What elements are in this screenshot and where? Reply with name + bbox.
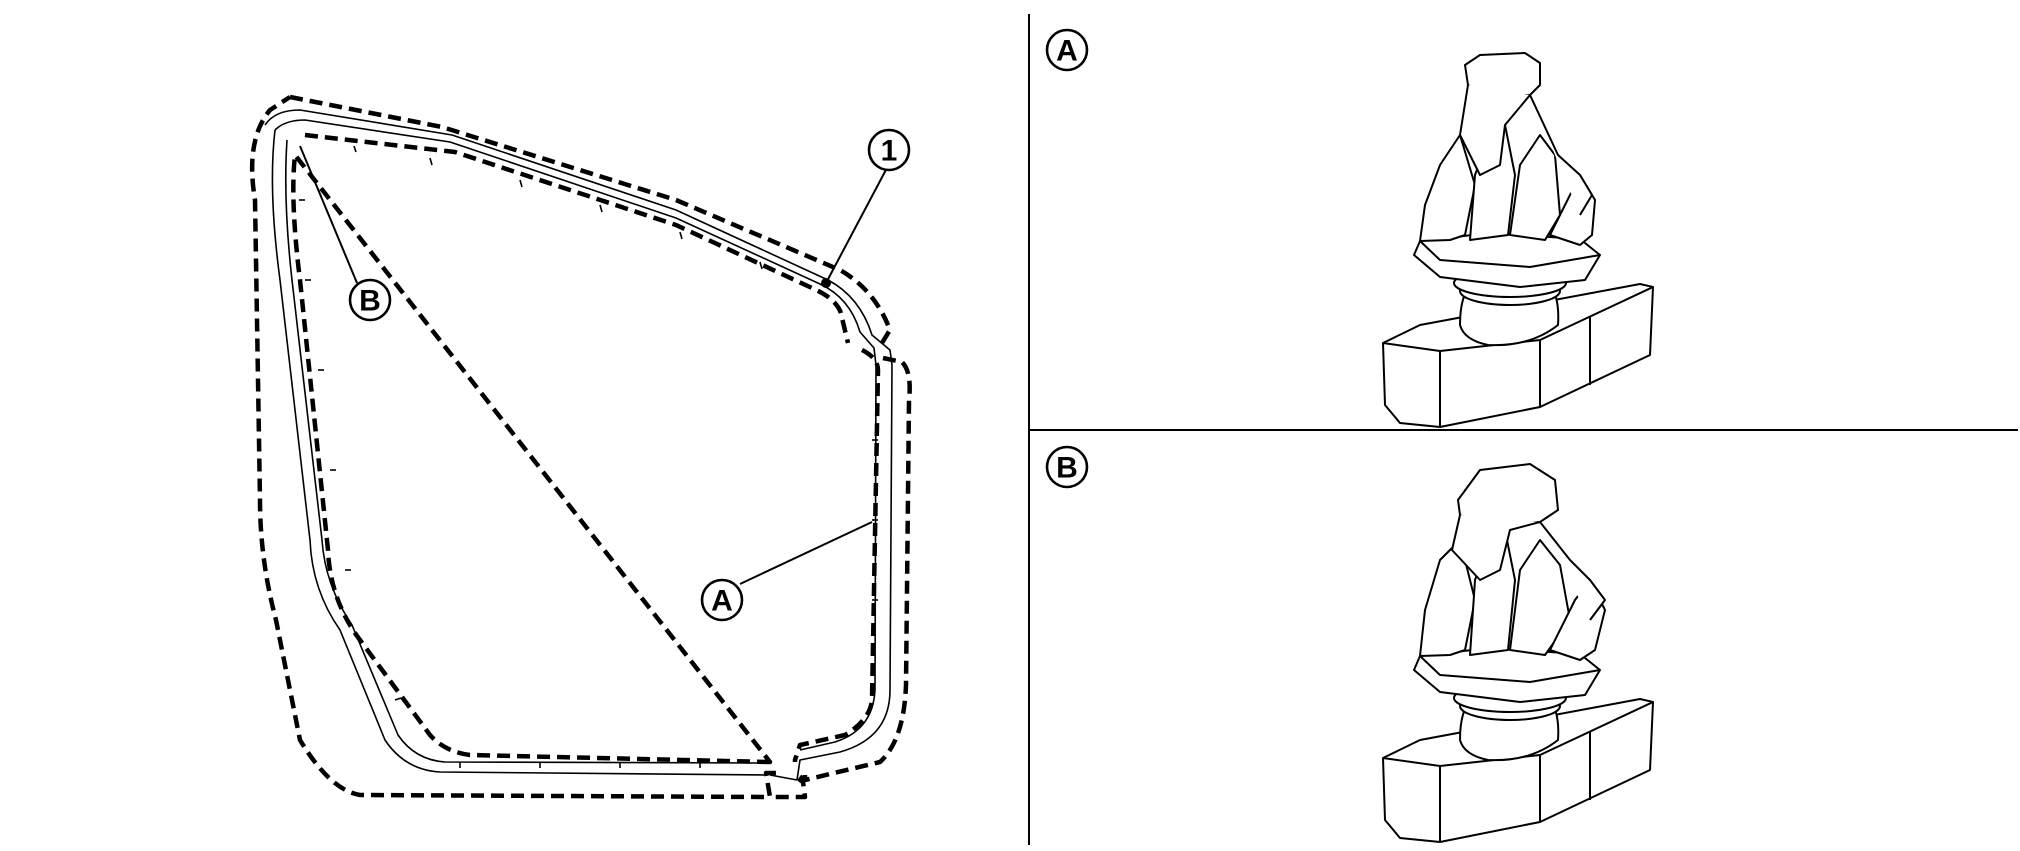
leader-dot-1: [821, 278, 831, 288]
callout-circle: [867, 128, 911, 172]
weatherstrip-body-line-1: [264, 109, 893, 781]
callout-circle: [1045, 28, 1089, 72]
callout-circle: [700, 578, 744, 622]
weatherstrip-body-line-4: [284, 139, 766, 764]
callout-text: 1: [881, 135, 898, 168]
leader-line-b: [299, 145, 358, 284]
callout-clip-b: B: [348, 278, 392, 322]
leader-line-1: [825, 165, 889, 284]
callout-text: B: [359, 285, 381, 318]
weatherstrip-outer-dashed: [289, 94, 912, 783]
panel-label-b: B: [1045, 445, 1089, 489]
door-weatherstrip-drawing: [249, 94, 912, 800]
panel-label-a: A: [1045, 28, 1089, 72]
callout-text: A: [1056, 35, 1078, 68]
weatherstrip-body-line-2: [274, 119, 877, 751]
callout-clip-a: A: [700, 578, 744, 622]
leader-line-a: [739, 521, 873, 585]
clip-a-illustration: [1382, 52, 1654, 428]
clip-b-illustration: [1382, 463, 1654, 843]
clip-position-ticks: [299, 145, 878, 768]
callout-text: B: [1056, 452, 1078, 485]
weatherstrip-inner-dashed: [291, 132, 881, 765]
panel-dividers: [1028, 14, 2018, 845]
callout-text: A: [711, 585, 733, 618]
callout-part-1: 1: [867, 128, 911, 172]
weatherstrip-outer-dashed-lower: [249, 95, 808, 800]
callout-circle: [348, 278, 392, 322]
weatherstrip-body-line-3: [271, 129, 766, 776]
callout-circle: [1045, 445, 1089, 489]
